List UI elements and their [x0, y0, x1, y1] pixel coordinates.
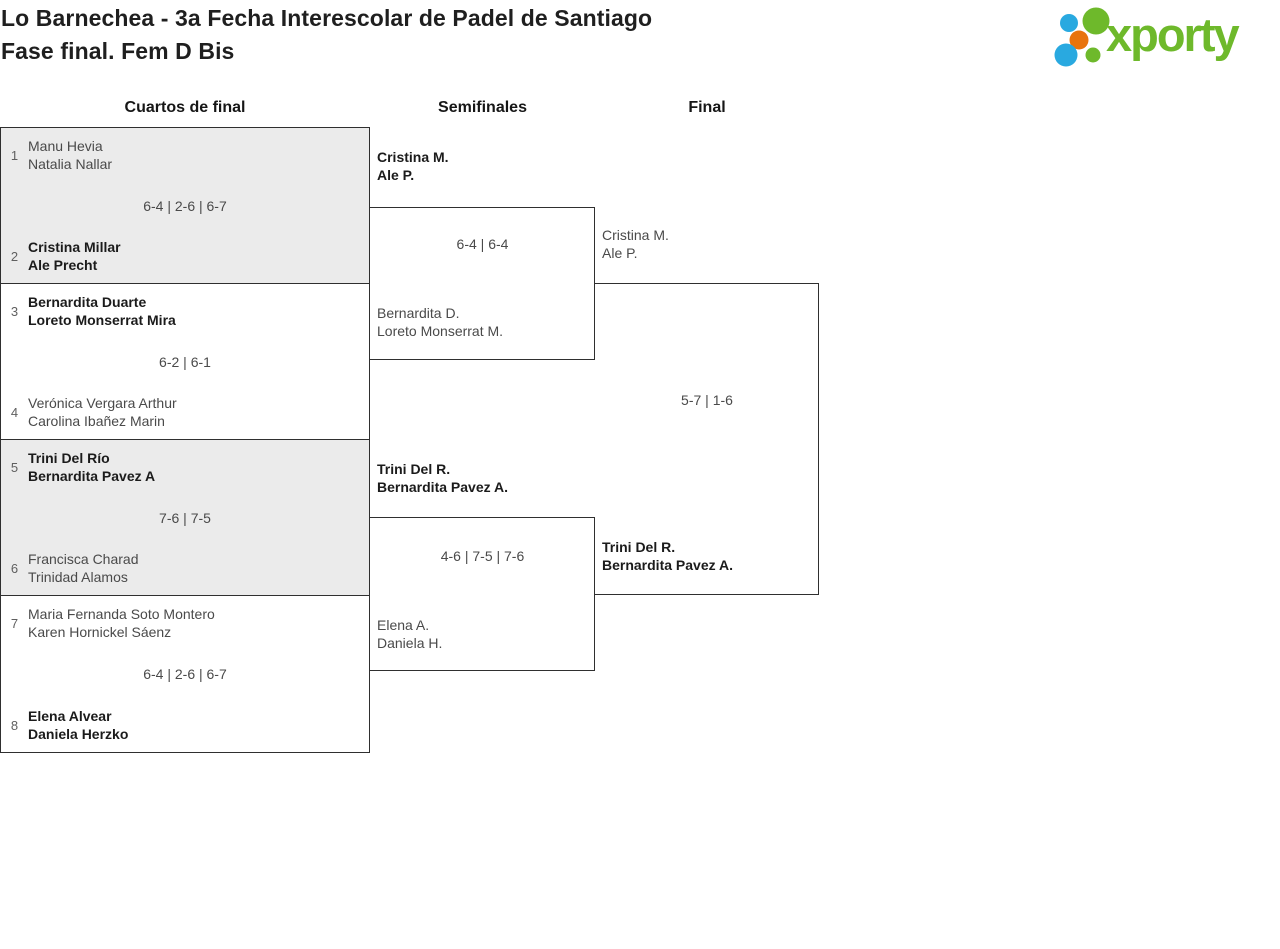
- seed-number: 5: [10, 459, 19, 475]
- player-name: Trini Del R.: [377, 461, 451, 477]
- tournament-name: Lo Barnechea - 3a Fecha Interescolar de …: [1, 5, 653, 31]
- player-name: Manu Hevia: [28, 138, 103, 154]
- team-players: Manu Hevia Natalia Nallar: [28, 137, 112, 173]
- xporty-wordmark: xporty: [1106, 8, 1240, 61]
- player-name: Francisca Charad: [28, 551, 139, 567]
- seed-number: 3: [10, 303, 19, 319]
- team-players: Francisca Charad Trinidad Alamos: [28, 550, 139, 586]
- final-team-2: Trini Del R. Bernardita Pavez A.: [602, 538, 733, 574]
- semifinal-2-score: 4-6 | 7-5 | 7-6: [440, 548, 525, 564]
- team-row: 5 Trini Del Río Bernardita Pavez A: [1, 449, 369, 485]
- player-name: Bernardita D.: [377, 305, 460, 321]
- player-name: Elena Alvear: [28, 708, 112, 724]
- semifinal-1-connector: [370, 207, 595, 360]
- team-players: Verónica Vergara Arthur Carolina Ibañez …: [28, 394, 177, 430]
- player-name: Cristina M.: [377, 149, 449, 165]
- seed-number: 1: [10, 147, 19, 163]
- player-name: Daniela H.: [377, 635, 443, 651]
- player-name: Maria Fernanda Soto Montero: [28, 606, 215, 622]
- player-name: Bernardita Pavez A: [28, 468, 156, 484]
- quarterfinal-match-2: 3 Bernardita Duarte Loreto Monserrat Mir…: [1, 284, 369, 440]
- team-players: Maria Fernanda Soto Montero Karen Hornic…: [28, 605, 215, 641]
- round-header-final: Final: [688, 99, 726, 116]
- final-score: 5-7 | 1-6: [681, 392, 733, 408]
- round-header-semifinales: Semifinales: [438, 99, 527, 116]
- quarterfinals-column: 1 Manu Hevia Natalia Nallar 6-4 | 2-6 | …: [0, 127, 370, 753]
- team-row: 1 Manu Hevia Natalia Nallar: [1, 137, 369, 173]
- team-row: 3 Bernardita Duarte Loreto Monserrat Mir…: [1, 293, 369, 329]
- player-name: Loreto Monserrat M.: [377, 323, 504, 339]
- player-name: Daniela Herzko: [28, 726, 129, 742]
- match-score: 6-2 | 6-1: [159, 353, 211, 370]
- quarterfinal-match-4: 7 Maria Fernanda Soto Montero Karen Horn…: [1, 596, 369, 752]
- team-row: 4 Verónica Vergara Arthur Carolina Ibañe…: [1, 394, 369, 430]
- team-row: 8 Elena Alvear Daniela Herzko: [1, 707, 369, 743]
- player-name: Bernardita Pavez A.: [377, 479, 508, 495]
- player-name: Trini Del Río: [28, 450, 110, 466]
- xporty-logo-dots-icon: [1054, 7, 1110, 67]
- quarterfinal-match-3: 5 Trini Del Río Bernardita Pavez A 7-6 |…: [1, 440, 369, 596]
- logo-dot-blue-small: [1060, 14, 1078, 32]
- seed-number: 4: [10, 404, 19, 420]
- logo-dot-orange: [1069, 30, 1089, 50]
- player-name: Bernardita Pavez A.: [602, 557, 733, 573]
- team-row: 6 Francisca Charad Trinidad Alamos: [1, 550, 369, 586]
- round-header-cuartos: Cuartos de final: [124, 99, 246, 116]
- final-team-1: Cristina M. Ale P.: [602, 226, 669, 262]
- player-name: Cristina M.: [602, 227, 669, 243]
- player-name: Carolina Ibañez Marin: [28, 413, 165, 429]
- seed-number: 7: [10, 615, 19, 631]
- team-row: 7 Maria Fernanda Soto Montero Karen Horn…: [1, 605, 369, 641]
- player-name: Loreto Monserrat Mira: [28, 312, 176, 328]
- seed-number: 6: [10, 560, 19, 576]
- phase-category: Fase final. Fem D Bis: [1, 38, 235, 64]
- player-name: Ale P.: [377, 167, 415, 183]
- team-players: Trini Del Río Bernardita Pavez A: [28, 449, 155, 485]
- logo-dot-green-large: [1082, 7, 1110, 35]
- logo-dot-blue-large: [1054, 43, 1078, 67]
- player-name: Ale P.: [602, 245, 638, 261]
- match-score: 7-6 | 7-5: [159, 509, 211, 526]
- team-players: Cristina Millar Ale Precht: [28, 238, 121, 274]
- page-title: Lo Barnechea - 3a Fecha Interescolar de …: [1, 2, 652, 68]
- player-name: Trini Del R.: [602, 539, 676, 555]
- seed-number: 2: [10, 248, 19, 264]
- player-name: Cristina Millar: [28, 239, 121, 255]
- team-players: Elena Alvear Daniela Herzko: [28, 707, 128, 743]
- player-name: Bernardita Duarte: [28, 294, 147, 310]
- final-connector: [595, 283, 819, 595]
- semifinal-2-team-1: Trini Del R. Bernardita Pavez A.: [377, 460, 508, 496]
- match-score: 6-4 | 2-6 | 6-7: [143, 666, 227, 682]
- player-name: Trinidad Alamos: [28, 569, 128, 585]
- logo-dot-green-small: [1085, 47, 1101, 63]
- match-score: 6-4 | 2-6 | 6-7: [143, 197, 227, 214]
- team-players: Bernardita Duarte Loreto Monserrat Mira: [28, 293, 176, 329]
- semifinal-1-score: 6-4 | 6-4: [456, 236, 509, 252]
- player-name: Elena A.: [377, 617, 430, 633]
- semifinal-1-team-2: Bernardita D. Loreto Monserrat M.: [377, 304, 503, 340]
- semifinal-2-connector: [370, 517, 595, 671]
- semifinal-2-team-2: Elena A. Daniela H.: [377, 616, 442, 652]
- quarterfinal-match-1: 1 Manu Hevia Natalia Nallar 6-4 | 2-6 | …: [1, 128, 369, 284]
- team-row: 2 Cristina Millar Ale Precht: [1, 238, 369, 274]
- player-name: Ale Precht: [28, 257, 98, 273]
- player-name: Karen Hornickel Sáenz: [28, 624, 172, 640]
- semifinal-1-team-1: Cristina M. Ale P.: [377, 148, 449, 184]
- player-name: Verónica Vergara Arthur: [28, 395, 177, 411]
- player-name: Natalia Nallar: [28, 156, 113, 172]
- xporty-logo[interactable]: xporty: [1046, 2, 1274, 72]
- seed-number: 8: [10, 717, 19, 733]
